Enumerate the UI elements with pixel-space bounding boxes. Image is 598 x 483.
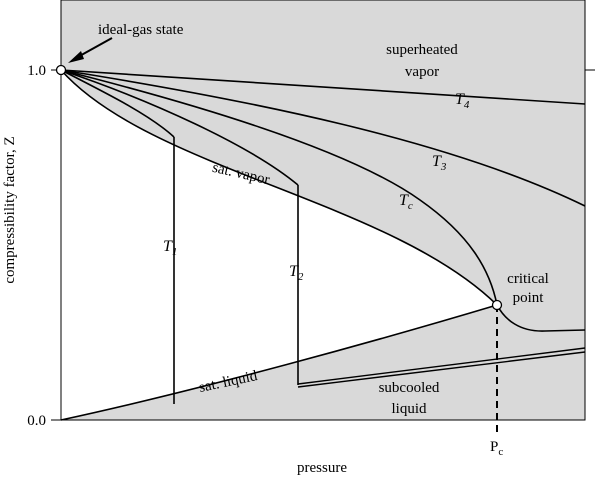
compressed-liquid-line-upper xyxy=(297,347,586,385)
y-tick-label-1: 1.0 xyxy=(27,63,46,79)
critical-point-label-line2: point xyxy=(513,290,545,306)
subcooled-label-line1: subcooled xyxy=(379,380,440,396)
plot-frame xyxy=(60,0,586,421)
y-axis-label: compressibility factor, Z xyxy=(2,136,18,283)
superheated-label-line2: vapor xyxy=(405,64,439,80)
critical-pressure-label: Pc xyxy=(490,439,503,458)
isotherm-tc-curve xyxy=(60,69,586,332)
ideal-gas-point xyxy=(55,64,67,76)
arrow-head-icon xyxy=(68,51,84,63)
isotherm-t2-vapor xyxy=(60,69,299,186)
isotherm-t3-label: T3 xyxy=(432,153,447,173)
isotherm-t4-label: T4 xyxy=(455,91,470,111)
isotherm-tc-label: Tc xyxy=(399,192,413,212)
x-axis-label: pressure xyxy=(297,460,347,476)
two-phase-region xyxy=(61,70,497,420)
isotherm-t3-curve xyxy=(60,69,586,207)
isotherm-t4-curve xyxy=(60,69,586,105)
sat-liquid-curve xyxy=(60,304,498,421)
isotherm-t1-label: T1 xyxy=(163,238,177,258)
isotherm-t2-label: T2 xyxy=(289,263,304,283)
isotherm-t1-vapor xyxy=(60,69,175,138)
sat-vapor-curve xyxy=(60,69,498,306)
critical-point-label-line1: critical xyxy=(507,271,549,287)
superheated-label-line1: superheated xyxy=(386,42,458,58)
subcooled-label-line2: liquid xyxy=(391,401,427,417)
ideal-gas-label: ideal-gas state xyxy=(98,22,184,38)
y-tick-label-0: 0.0 xyxy=(27,413,46,429)
critical-point-marker xyxy=(491,299,503,311)
compressed-liquid-line-lower xyxy=(297,351,586,388)
